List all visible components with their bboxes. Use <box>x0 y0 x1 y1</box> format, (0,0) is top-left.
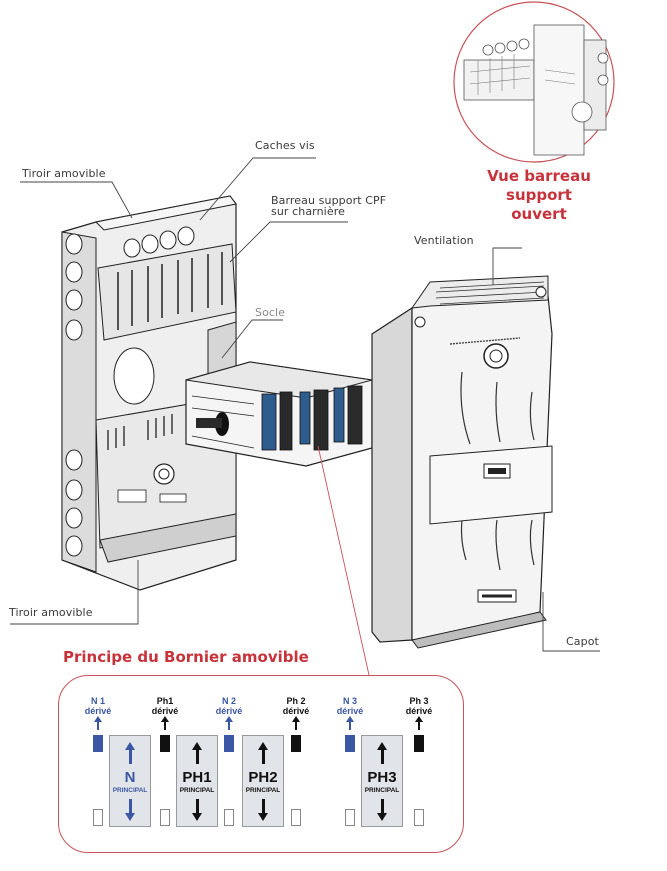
derived-label-n1: N 1 dérivé <box>84 696 112 716</box>
arrow-up-icon <box>192 742 202 764</box>
principal-box-ph1: PH1 PRINCIPAL <box>176 735 218 827</box>
leader-lines <box>10 157 600 652</box>
derived-label-n3: N 3 dérivé <box>336 696 364 716</box>
bornier-principle-panel <box>58 675 464 853</box>
principal-box-n: N PRINCIPAL <box>109 735 151 827</box>
terminal-ph1-derived <box>160 735 170 752</box>
arrow-up-icon <box>346 716 354 730</box>
principal-box-ph2: PH2 PRINCIPAL <box>242 735 284 827</box>
label-barreau-line2: sur charnière <box>271 205 345 218</box>
inset-zoom-view <box>453 1 615 163</box>
arrow-down-icon <box>192 799 202 821</box>
arrow-down-icon <box>377 799 387 821</box>
terminal-ph3-derived <box>414 735 424 752</box>
derived-label-ph2: Ph 2 dérivé <box>282 696 310 716</box>
label-caches-vis: Caches vis <box>255 139 315 152</box>
derived-label-ph3: Ph 3 dérivé <box>405 696 433 716</box>
arrow-down-icon <box>125 799 135 821</box>
diagram-title: Principe du Bornier amovible <box>63 648 309 666</box>
terminal-n3-derived <box>345 735 355 752</box>
inset-title: Vue barreau support ouvert <box>478 167 600 224</box>
derived-label-n2: N 2 dérivé <box>215 696 243 716</box>
label-ventilation: Ventilation <box>414 234 474 247</box>
terminal-empty <box>345 809 355 826</box>
inset-title-line2: support ouvert <box>506 186 572 223</box>
bornier-leader-line <box>317 445 370 676</box>
terminal-empty <box>224 809 234 826</box>
terminal-empty <box>160 809 170 826</box>
arrow-up-icon <box>377 742 387 764</box>
derived-label-ph1: Ph1 dérivé <box>151 696 179 716</box>
terminal-empty <box>414 809 424 826</box>
arrow-up-icon <box>292 716 300 730</box>
arrow-up-icon <box>225 716 233 730</box>
arrow-up-icon <box>415 716 423 730</box>
terminal-empty <box>291 809 301 826</box>
terminal-empty <box>93 809 103 826</box>
terminal-ph2-derived <box>291 735 301 752</box>
inset-title-line1: Vue barreau <box>487 167 591 185</box>
label-tiroir-amovible-top: Tiroir amovible <box>22 167 106 180</box>
bornier-block <box>185 361 373 467</box>
terminal-n2-derived <box>224 735 234 752</box>
arrow-up-icon <box>161 716 169 730</box>
label-barreau-line1: Barreau support CPF <box>271 194 387 207</box>
terminal-n1-derived <box>93 735 103 752</box>
arrow-up-icon <box>94 716 102 730</box>
arrow-up-icon <box>258 742 268 764</box>
label-capot: Capot <box>566 635 599 648</box>
label-socle: Socle <box>255 306 286 319</box>
label-tiroir-amovible-bottom: Tiroir amovible <box>9 606 93 619</box>
arrow-up-icon <box>125 742 135 764</box>
principal-box-ph3: PH3 PRINCIPAL <box>361 735 403 827</box>
arrow-down-icon <box>258 799 268 821</box>
capot-cover <box>371 275 553 649</box>
